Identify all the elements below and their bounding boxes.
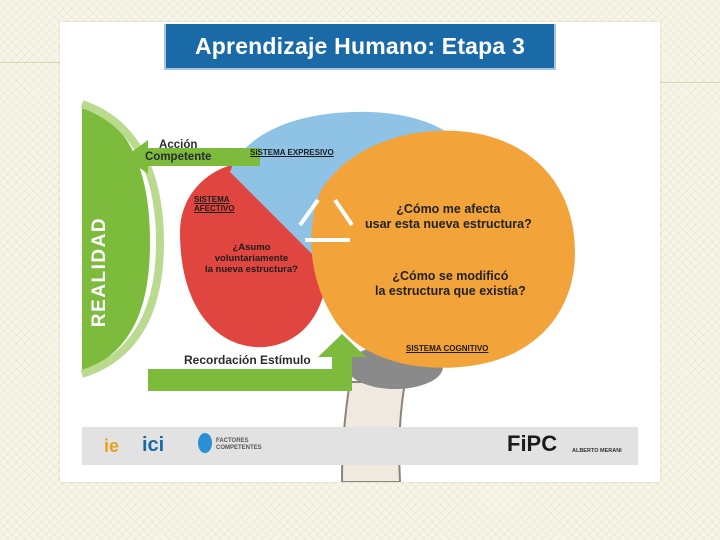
cognitive-lobe (311, 131, 575, 368)
logo-fipc: FiPC (507, 431, 557, 457)
affective-question: ¿Asumo voluntariamente la nueva estructu… (205, 242, 298, 275)
action-label: Acción Competente (145, 139, 211, 163)
slide-title: Aprendizaje Humano: Etapa 3 (164, 24, 556, 70)
logo-ici: ici (142, 434, 164, 457)
logo-factores: FACTORES COMPETENTES (216, 438, 262, 452)
question-modify: ¿Cómo se modificó la estructura que exis… (375, 269, 526, 299)
reality-label: REALIDAD (89, 217, 111, 327)
butterfly-icon (198, 433, 212, 453)
affective-system-label: SISTEMA AFECTIVO (194, 195, 234, 213)
logo-footer: ie ici FACTORES COMPETENTES FiPC ALBERTO… (82, 427, 638, 465)
cognitive-system-label: SISTEMA COGNITIVO (406, 344, 488, 353)
logo-ie: ie (104, 436, 119, 457)
logo-fipc-sub: ALBERTO MERANI (572, 448, 622, 454)
stimulus-label: Recordación Estímulo (184, 353, 311, 367)
expressive-system-label: SISTEMA EXPRESIVO (250, 148, 334, 157)
slide-rule-left (0, 62, 60, 63)
question-affect: ¿Cómo me afecta usar esta nueva estructu… (365, 202, 532, 232)
slide-rule-right (660, 82, 720, 83)
slide-card: Aprendizaje Humano: Etapa 3 REALIDAD Acc… (60, 22, 660, 482)
